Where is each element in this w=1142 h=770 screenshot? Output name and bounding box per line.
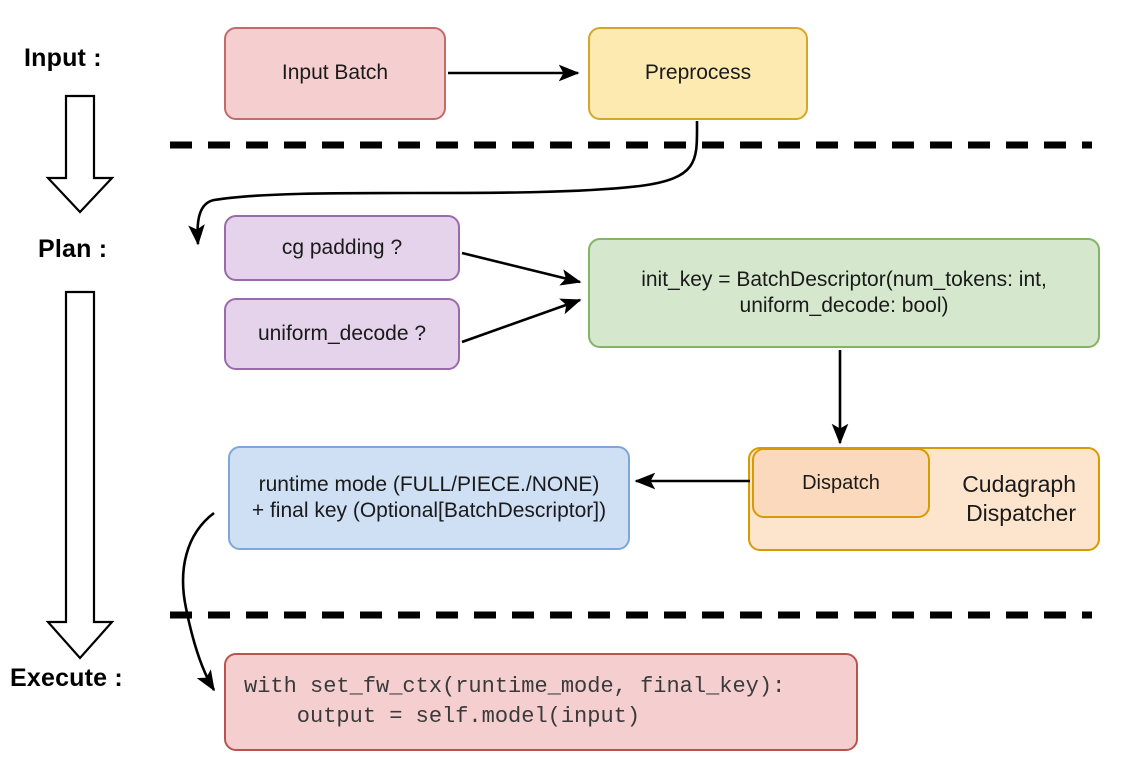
block-arrow-input-to-plan — [45, 94, 115, 214]
node-cudagraph-dispatcher-line2: Dispatcher — [966, 500, 1076, 526]
arrow-uniform-decode-to-init-key — [461, 298, 582, 344]
node-init-key[interactable]: init_key = BatchDescriptor(num_tokens: i… — [588, 238, 1100, 348]
node-uniform-decode[interactable]: uniform_decode ? — [224, 298, 460, 370]
node-cg-padding[interactable]: cg padding ? — [224, 215, 460, 281]
node-dispatch[interactable]: Dispatch — [752, 448, 930, 518]
stage-label-plan: Plan : — [38, 235, 108, 263]
arrow-cg-padding-to-init-key — [461, 251, 582, 286]
node-input-batch[interactable]: Input Batch — [224, 27, 446, 120]
node-execute-code-line2: output = self.model(input) — [244, 704, 641, 729]
node-runtime-mode-line2: + final key (Optional[BatchDescriptor]) — [251, 499, 607, 522]
node-runtime-mode-line1: runtime mode (FULL/PIECE./NONE) — [258, 472, 600, 496]
block-arrow-plan-to-execute — [45, 290, 115, 660]
node-init-key-line2: uniform_decode: bool) — [739, 294, 949, 317]
arrow-runtime-mode-to-execute-code — [181, 511, 216, 692]
node-preprocess[interactable]: Preprocess — [588, 27, 808, 120]
node-execute-code[interactable]: with set_fw_ctx(runtime_mode, final_key)… — [224, 653, 858, 751]
node-runtime-mode[interactable]: runtime mode (FULL/PIECE./NONE) + final … — [228, 446, 630, 550]
node-execute-code-line1: with set_fw_ctx(runtime_mode, final_key)… — [244, 674, 786, 700]
node-cudagraph-dispatcher-line1: Cudagraph — [962, 471, 1076, 498]
stage-label-execute: Execute : — [10, 664, 123, 692]
stage-label-input: Input : — [24, 44, 102, 72]
node-init-key-line1: init_key = BatchDescriptor(num_tokens: i… — [641, 267, 1047, 291]
